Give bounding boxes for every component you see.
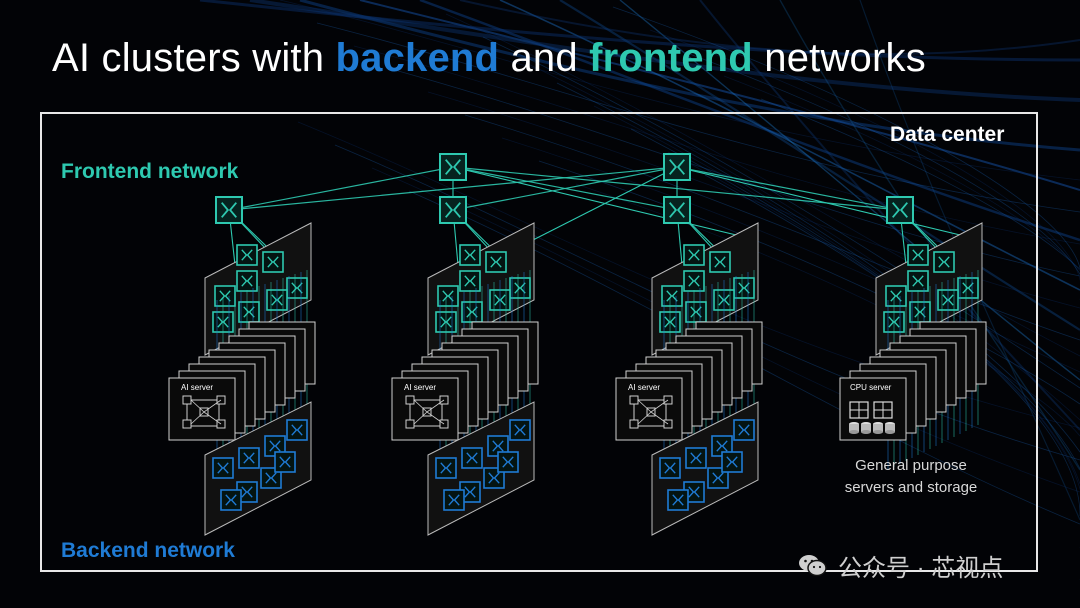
title-part2: and: [499, 36, 590, 80]
frontend-network-label: Frontend network: [61, 160, 239, 183]
data-center-frame: [40, 112, 1038, 572]
switch-icon: [709, 251, 731, 273]
switch-icon: [459, 244, 481, 266]
switch-icon: [212, 457, 234, 479]
general-purpose-cluster: CPU server: [839, 222, 987, 470]
page-title: AI clusters with backend and frontend ne…: [52, 36, 926, 81]
data-center-label: Data center: [890, 123, 1005, 146]
switch-icon: [685, 447, 707, 469]
server-icon: [849, 401, 893, 419]
switch-icon: [236, 270, 258, 292]
switch-icon: [683, 270, 705, 292]
title-backend: backend: [335, 36, 500, 80]
switch-icon: [707, 467, 729, 489]
server-stack: CPU server: [839, 321, 987, 441]
switch-icon: [733, 277, 755, 299]
ai-server-label: AI server: [181, 383, 213, 392]
ai-server-label: AI server: [404, 383, 436, 392]
switch-icon: [260, 467, 282, 489]
switch-icon: [215, 196, 243, 224]
switch-icon: [459, 270, 481, 292]
switch-icon: [461, 301, 483, 323]
switch-icon: [485, 251, 507, 273]
general-purpose-line2: servers and storage: [844, 479, 978, 496]
switch-icon: [439, 196, 467, 224]
switch-icon: [238, 301, 260, 323]
watermark: 公众号 · 芯视点: [798, 548, 1003, 583]
server-icon: [182, 395, 226, 429]
switch-icon: [663, 153, 691, 181]
switch-icon: [286, 419, 308, 441]
general-purpose-line1: General purpose: [855, 457, 967, 474]
switch-icon: [909, 301, 931, 323]
backend-network-label: Backend network: [61, 539, 235, 562]
cpu-server-label: CPU server: [850, 383, 892, 392]
switch-icon: [733, 419, 755, 441]
switch-icon: [721, 451, 743, 473]
switch-icon: [483, 467, 505, 489]
title-part1: AI clusters with: [52, 36, 336, 80]
watermark-text: 公众号 · 芯视点: [838, 555, 1004, 582]
switch-icon: [663, 196, 691, 224]
switch-icon: [659, 457, 681, 479]
switch-icon: [435, 457, 457, 479]
switch-icon: [685, 301, 707, 323]
switch-icon: [509, 277, 531, 299]
switch-icon: [220, 489, 242, 511]
switch-icon: [885, 285, 907, 307]
switch-icon: [661, 285, 683, 307]
switch-icon: [262, 251, 284, 273]
switch-icon: [443, 489, 465, 511]
switch-icon: [886, 196, 914, 224]
storage-icon: [849, 422, 895, 434]
server-stack: AI server: [615, 321, 763, 441]
server-icon: [405, 395, 449, 429]
title-part3: networks: [752, 36, 926, 80]
switch-icon: [907, 270, 929, 292]
server-icon: [629, 395, 673, 429]
switch-icon: [957, 277, 979, 299]
wechat-icon: [799, 554, 827, 576]
switch-icon: [933, 251, 955, 273]
server-stack: AI server: [391, 321, 539, 441]
switch-icon: [437, 285, 459, 307]
frontend-switches: [215, 153, 914, 224]
ai-cluster: AI server: [391, 222, 539, 536]
general-purpose-label: General purpose servers and storage: [836, 455, 986, 499]
switch-icon: [907, 244, 929, 266]
switch-icon: [667, 489, 689, 511]
ai-server-label: AI server: [628, 383, 660, 392]
switch-icon: [683, 244, 705, 266]
switch-icon: [509, 419, 531, 441]
light-streaks: [199, 0, 1080, 580]
switch-icon: [274, 451, 296, 473]
server-stack: AI server: [168, 321, 316, 441]
switch-icon: [214, 285, 236, 307]
title-frontend: frontend: [589, 36, 753, 80]
switch-icon: [439, 153, 467, 181]
switch-icon: [461, 447, 483, 469]
switch-icon: [286, 277, 308, 299]
frontend-links: [228, 166, 982, 277]
switch-icon: [497, 451, 519, 473]
switch-icon: [238, 447, 260, 469]
ai-cluster: AI server: [615, 222, 763, 536]
ai-cluster: AI server: [168, 222, 316, 536]
switch-icon: [236, 244, 258, 266]
